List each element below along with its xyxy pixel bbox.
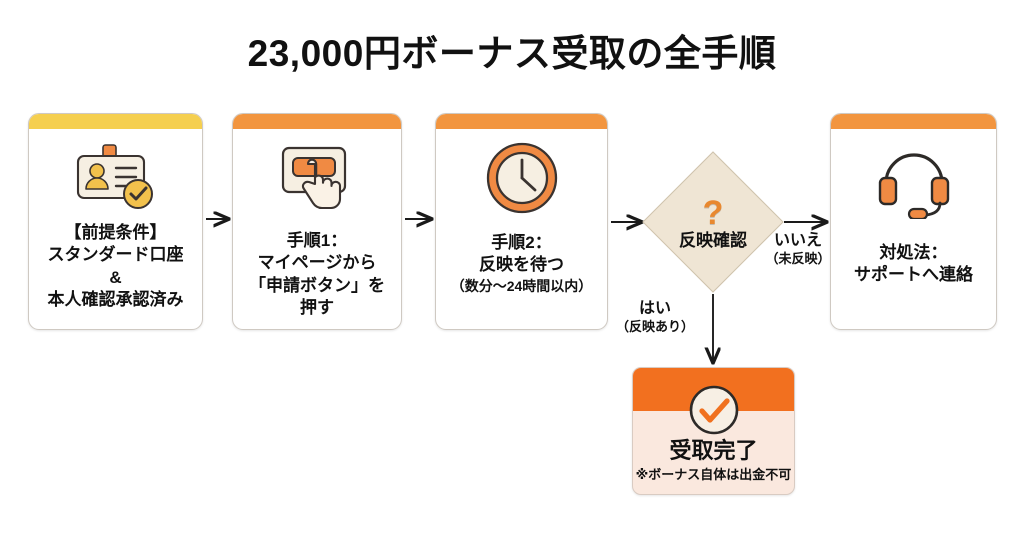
node-completion-title: 受取完了: [669, 438, 758, 463]
node-step2-text: 手順2： 反映を待つ （数分〜24時間以内）: [436, 232, 607, 295]
question-mark-icon: ?: [702, 193, 724, 232]
text-line: 本人確認承認済み: [47, 290, 184, 310]
text-line: サポートへ連絡: [854, 265, 973, 285]
text-line: 押す: [300, 298, 334, 318]
text-line: 反映を待つ: [479, 255, 564, 275]
tap-button-icon: [233, 140, 401, 216]
node-decision-reflection-check[interactable]: ? 反映確認: [642, 151, 784, 293]
text-line: 対処法：: [879, 243, 948, 262]
edge-label-yes-sub: （反映あり）: [615, 318, 694, 334]
text-line: &: [109, 267, 122, 287]
edge-label-no: いいえ （未反映）: [757, 231, 839, 266]
card-accent-bar: [831, 114, 996, 129]
text-line: スタンダード口座: [47, 245, 184, 265]
edge-label-no-main: いいえ: [773, 232, 822, 249]
node-support-text: 対処法： サポートへ連絡: [831, 242, 996, 287]
node-prerequisite-text: 【前提条件】 スタンダード口座 & 本人確認承認済み: [29, 222, 202, 312]
text-line: 手順1：: [286, 231, 348, 250]
text-line: 【前提条件】: [64, 223, 167, 242]
node-step1[interactable]: 手順1： マイページから 「申請ボタン」を 押す: [232, 113, 402, 330]
node-completion-note: ※ボーナス自体は出金不可: [635, 467, 792, 482]
page-title: 23,000円ボーナス受取の全手順: [247, 33, 777, 74]
card-accent-bar: [29, 114, 202, 129]
text-line: マイページから: [257, 253, 377, 273]
check-circle-icon: [688, 384, 740, 436]
node-step2[interactable]: 手順2： 反映を待つ （数分〜24時間以内）: [435, 113, 608, 330]
edge-label-yes: はい （反映あり）: [612, 299, 698, 334]
text-line: 手順2：: [491, 233, 552, 252]
node-prerequisite[interactable]: 【前提条件】 スタンダード口座 & 本人確認承認済み: [28, 113, 203, 330]
headset-icon: [831, 144, 996, 220]
node-completion[interactable]: 受取完了 ※ボーナス自体は出金不可: [632, 367, 795, 495]
text-line: 「申請ボタン」を: [249, 275, 385, 295]
card-accent-bar: [436, 114, 607, 129]
text-note: （数分〜24時間以内）: [450, 277, 593, 294]
edge-label-yes-main: はい: [638, 300, 671, 317]
node-support-contact[interactable]: 対処法： サポートへ連絡: [830, 113, 997, 330]
card-accent-bar: [233, 114, 401, 129]
clock-icon: [436, 138, 607, 218]
id-card-verified-icon: [29, 138, 202, 216]
node-step1-text: 手順1： マイページから 「申請ボタン」を 押す: [233, 230, 401, 320]
diamond-content: ? 反映確認: [643, 152, 783, 292]
node-decision-label: 反映確認: [679, 230, 747, 250]
edge-label-no-sub: （未反映）: [765, 250, 831, 266]
